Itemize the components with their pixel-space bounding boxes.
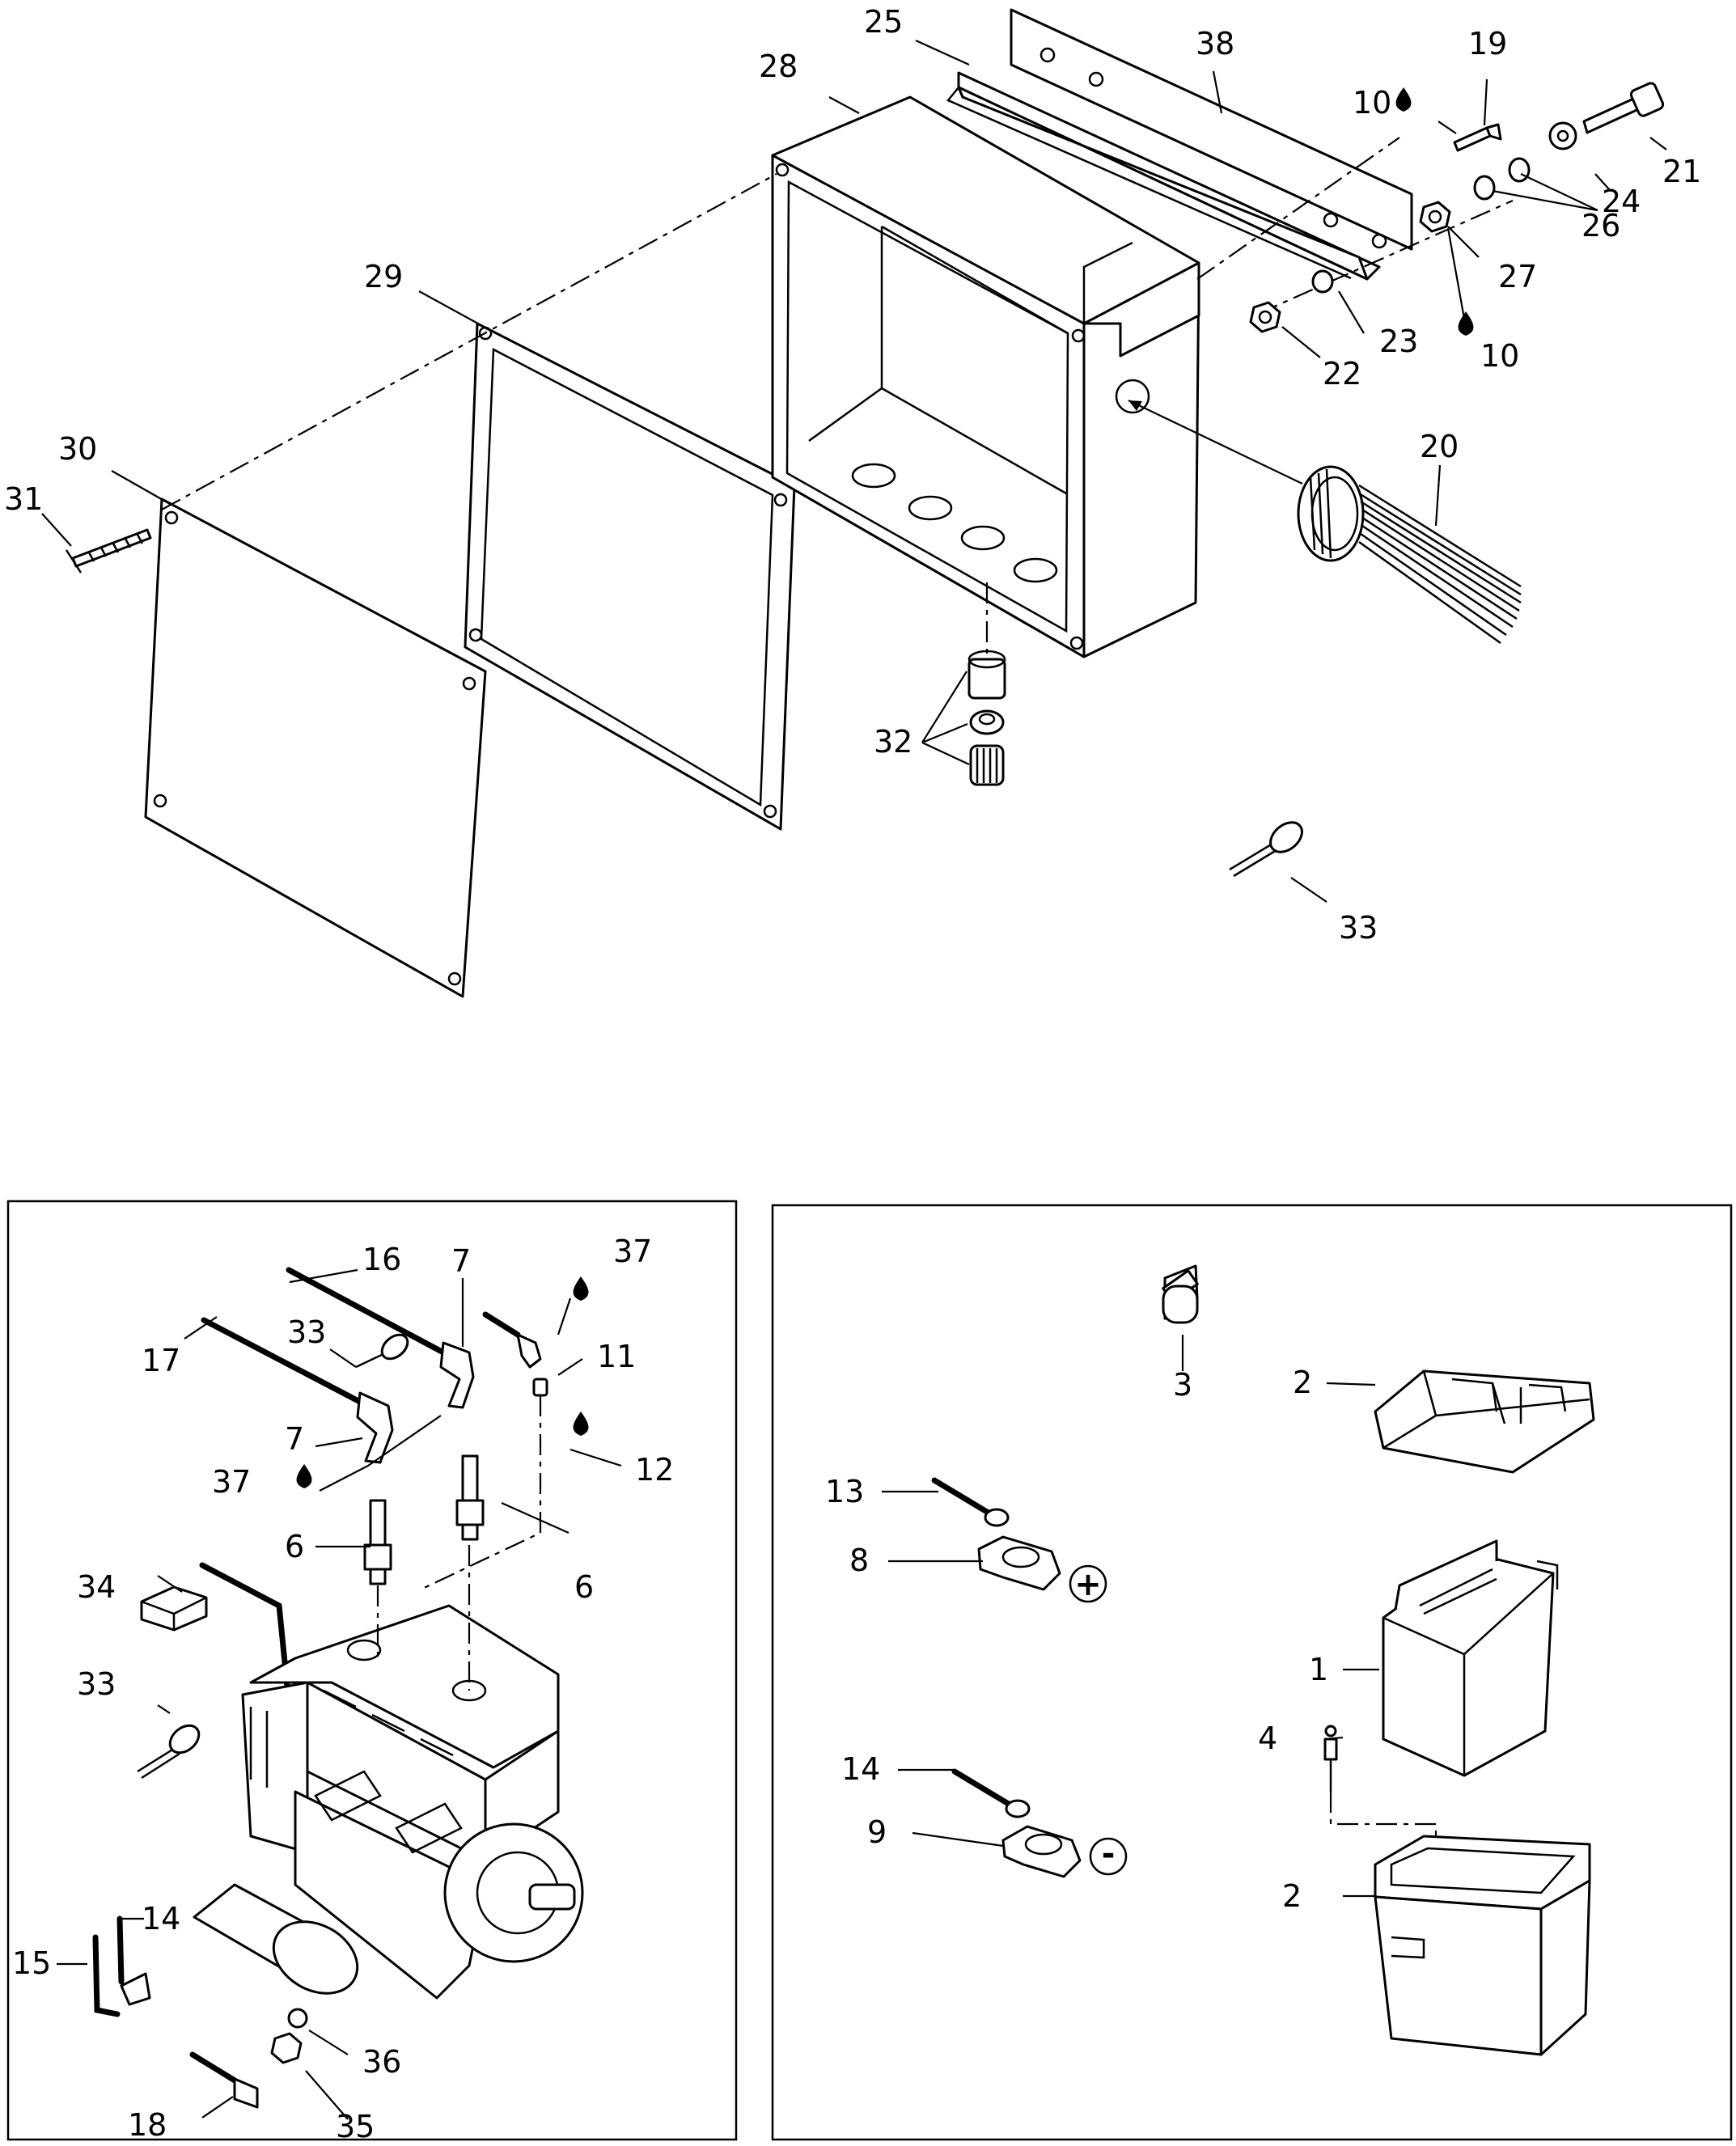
callout-17: 17 [142,1343,180,1378]
callout-11: 11 [597,1339,636,1374]
callout-32: 32 [874,724,912,760]
callout-10-top: 10 [1353,85,1391,121]
starter-motor [120,1883,359,2006]
callout-37-mid: 37 [212,1464,251,1500]
mounting-bar [1010,8,1413,251]
callout-2-bottom: 2 [1282,1878,1302,1914]
callout-13: 13 [825,1474,864,1509]
harness-connector [1128,400,1522,645]
callout-33-lower: 33 [77,1666,116,1702]
callout-38: 38 [1196,26,1234,61]
callout-33-top: 33 [1339,910,1378,946]
callout-20: 20 [1420,429,1459,464]
callout-27: 27 [1498,259,1537,294]
callout-15: 15 [12,1945,51,1981]
callout-29: 29 [364,259,403,294]
callout-23: 23 [1379,324,1418,359]
cable-tie-top [1229,821,1303,878]
callout-10-right: 10 [1480,338,1519,374]
callout-34: 34 [77,1569,116,1605]
negative-terminal-symbol: - [1102,1835,1116,1873]
cover-plate [144,497,487,998]
cover-screw [65,528,152,574]
callout-19: 19 [1468,26,1507,61]
callout-22: 22 [1323,356,1361,392]
battery-lid [1374,1369,1595,1474]
callout-labels: 25 28 38 19 10 21 24 26 27 10 23 22 20 2… [4,4,1701,2144]
callout-33-upper: 33 [287,1314,326,1350]
callout-3: 3 [1173,1367,1192,1403]
ignition-assembly [57,1267,622,2120]
callout-36: 36 [362,2044,401,2080]
electrical-box-assembly [41,8,1667,998]
positive-terminal-symbol: + [1074,1566,1102,1603]
callout-9: 9 [867,1814,887,1850]
fastener-hardware [1249,82,1665,333]
callout-21: 21 [1662,154,1701,189]
callout-7-top: 7 [451,1243,471,1279]
callout-14-left: 14 [142,1901,180,1936]
callout-37-top: 37 [613,1234,652,1269]
callout-4: 4 [1258,1721,1277,1756]
callout-6-right: 6 [574,1569,594,1605]
callout-1: 1 [1309,1652,1328,1687]
spark-plug-left [363,1499,392,1585]
callout-16: 16 [362,1242,401,1277]
callout-14-right: 14 [841,1751,880,1787]
cable-gland [968,650,1006,786]
callout-35: 35 [336,2109,375,2144]
callout-25: 25 [864,4,903,40]
callout-8: 8 [849,1543,869,1578]
battery-tray [1374,1835,1591,2056]
gasket [464,322,796,831]
callout-28: 28 [759,49,798,84]
box-housing [771,95,1200,658]
callout-12: 12 [635,1452,674,1488]
callout-30: 30 [58,431,97,467]
spark-plug-right [455,1454,485,1541]
callout-6-left: 6 [285,1529,304,1564]
callout-26: 26 [1581,208,1620,243]
callout-24: 24 [1602,184,1641,219]
battery-assembly [882,1264,1595,2056]
callout-7-mid: 7 [285,1421,304,1457]
engine-block [241,1604,584,2000]
battery-panel [771,1204,1733,2141]
battery [1382,1539,1559,1777]
callout-18: 18 [128,2107,167,2143]
callout-31: 31 [4,481,43,517]
callout-2-top: 2 [1293,1365,1312,1400]
ignition-panel [6,1200,738,2141]
